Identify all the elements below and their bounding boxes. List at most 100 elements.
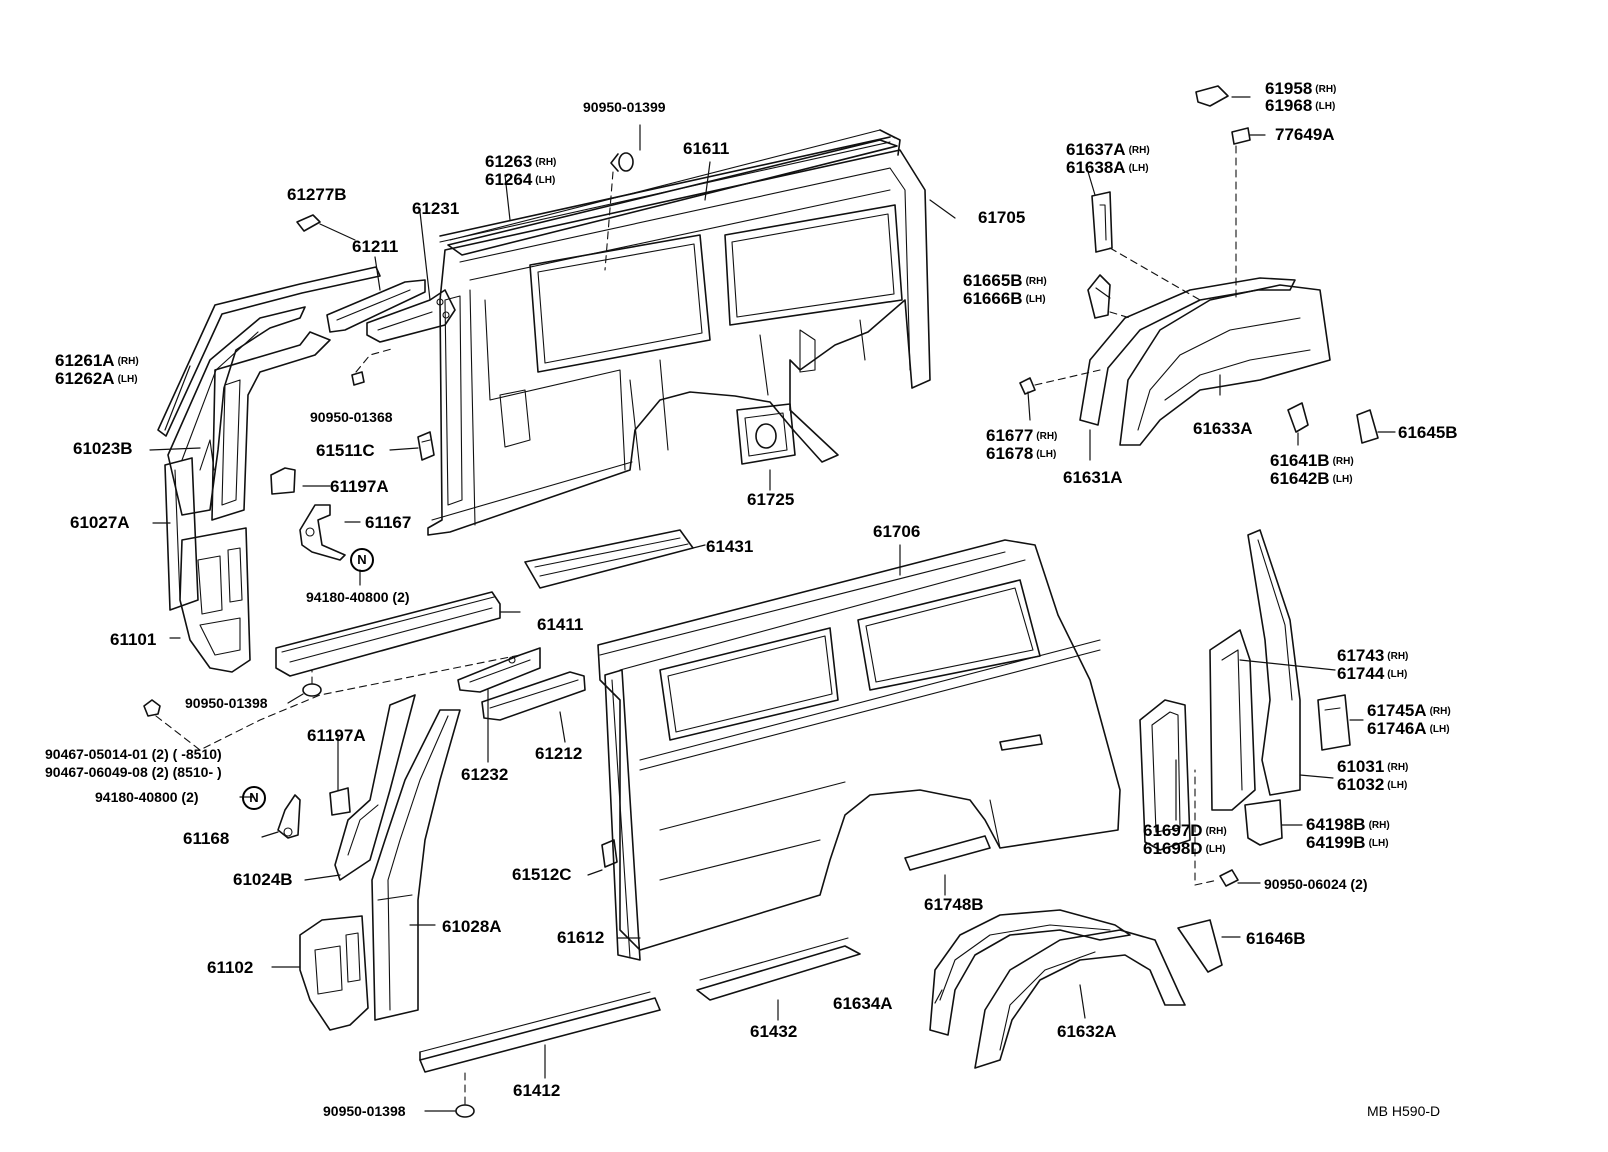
outer-quarter-panel-61706 <box>597 539 1121 951</box>
door-opening-pillar-61612 <box>604 669 641 961</box>
label-61432: 61432 <box>750 1022 798 1041</box>
label-61168: 61168 <box>183 829 230 848</box>
bracket-61232 <box>457 647 541 693</box>
label-61167: 61167 <box>365 513 412 532</box>
panel-61431 <box>524 529 694 589</box>
label-61744: 61744(LH) <box>1337 664 1408 683</box>
label-61697d: 61697D(RH) <box>1143 821 1227 840</box>
inner-quarter-panel-61705 <box>427 149 931 536</box>
label-61232: 61232 <box>461 765 509 784</box>
plug-90950-01398-a <box>302 669 322 697</box>
clip-90950-01368 <box>351 347 396 386</box>
hinge-61958 <box>1195 85 1229 107</box>
wheel-arch-61632a <box>974 929 1186 1069</box>
bracket-61745a <box>1317 694 1351 751</box>
label-61633a: 61633A <box>1193 419 1253 438</box>
label-61968: 61968(LH) <box>1265 96 1336 115</box>
label-90467-06049: 90467-06049-08 (2) (8510- ) <box>45 764 222 780</box>
label-61211: 61211 <box>352 237 399 256</box>
label-61958: 61958(RH) <box>1265 79 1337 98</box>
reinforcement-61211 <box>326 279 426 333</box>
label-61023b: 61023B <box>73 439 133 458</box>
label-90950-06024: 90950-06024 (2) <box>1264 876 1368 892</box>
bracket-61637a <box>1091 191 1113 253</box>
label-61637a: 61637A(RH) <box>1066 140 1150 159</box>
inner-pillar-lower <box>211 331 331 521</box>
front-quarter-panel-61101 <box>179 527 251 673</box>
label-61666b: 61666B(LH) <box>963 289 1046 308</box>
rocker-61411 <box>275 591 521 677</box>
label-61102: 61102 <box>207 958 254 977</box>
drip-moulding-61263 <box>439 136 891 243</box>
label-61028a: 61028A <box>442 917 502 936</box>
label-94180-40800-a: 94180-40800 (2) <box>306 589 410 605</box>
pillar-61031 <box>1247 529 1301 796</box>
clip-90950-01399 <box>604 152 634 271</box>
dashed-connectors-right <box>1034 247 1201 386</box>
plate-61748b <box>904 835 991 871</box>
roof-side-rail-61261a <box>157 266 381 437</box>
label-61638a: 61638A(LH) <box>1066 158 1149 177</box>
label-61612: 61612 <box>557 928 605 947</box>
label-61698d: 61698D(LH) <box>1143 839 1226 858</box>
label-90950-01368: 90950-01368 <box>310 409 393 425</box>
label-94180-40800-b: 94180-40800 (2) <box>95 789 199 805</box>
label-77649a: 77649A <box>1275 125 1335 144</box>
label-61665b: 61665B(RH) <box>963 271 1047 290</box>
label-64199b: 64199B(LH) <box>1306 833 1389 852</box>
pillar-61024b <box>334 694 416 881</box>
diagram-code: MB H590-D <box>1367 1103 1441 1119</box>
stopper-61512c <box>601 839 618 868</box>
bracket-61168 <box>277 794 301 839</box>
bracket-61665b <box>1087 274 1111 319</box>
label-61197a-1: 61197A <box>330 477 389 496</box>
label-61231: 61231 <box>412 199 460 218</box>
rocker-61412 <box>419 991 661 1073</box>
label-61743: 61743(RH) <box>1337 646 1409 665</box>
bracket-61167 <box>299 504 346 561</box>
quarter-panel-61102 <box>299 915 369 1031</box>
reinforcement-61697d <box>1139 699 1191 851</box>
label-61031: 61031(RH) <box>1337 757 1409 776</box>
wheel-house-61634a <box>929 909 1131 1036</box>
leader-lines <box>149 96 1396 1112</box>
clip-90950-06024 <box>1194 769 1239 887</box>
label-61642b: 61642B(LH) <box>1270 469 1353 488</box>
label-61632a: 61632A <box>1057 1022 1117 1041</box>
n-mark-icon: N <box>350 548 374 572</box>
label-61631a: 61631A <box>1063 468 1123 487</box>
label-61512c: 61512C <box>512 865 572 884</box>
bracket-61645b <box>1356 409 1379 444</box>
seal-61197a-2 <box>329 787 351 816</box>
bracket-61641b <box>1287 402 1309 433</box>
reinforcement-61212 <box>481 671 586 721</box>
label-61634a: 61634A <box>833 994 893 1013</box>
label-61032: 61032(LH) <box>1337 775 1408 794</box>
label-90950-01398-b: 90950-01398 <box>323 1103 406 1119</box>
bracket-64198b <box>1244 799 1283 846</box>
label-61678: 61678(LH) <box>986 444 1057 463</box>
label-61705: 61705 <box>978 208 1026 227</box>
clip-61677 <box>1019 377 1036 395</box>
label-61725: 61725 <box>747 490 795 509</box>
pillar-61027a <box>164 457 199 611</box>
label-61641b: 61641B(RH) <box>1270 451 1354 470</box>
label-90467-05014: 90467-05014-01 (2) ( -8510) <box>45 746 222 762</box>
label-61677: 61677(RH) <box>986 426 1058 445</box>
seal-61197a <box>270 467 296 495</box>
label-61261a: 61261A(RH) <box>55 351 139 370</box>
label-61746a: 61746A(LH) <box>1367 719 1450 738</box>
wheel-arch-61631a <box>1079 277 1296 426</box>
stopper-61511c <box>417 431 435 461</box>
rocker-61432 <box>696 937 861 1001</box>
label-61745a: 61745A(RH) <box>1367 701 1451 720</box>
label-61027a: 61027A <box>70 513 130 532</box>
pad-61277b <box>296 214 356 241</box>
label-61706: 61706 <box>873 522 921 541</box>
label-61748b: 61748B <box>924 895 984 914</box>
bracket-61231 <box>366 289 456 343</box>
bolt-90467 <box>143 654 521 751</box>
bracket-61646b <box>1177 919 1223 973</box>
